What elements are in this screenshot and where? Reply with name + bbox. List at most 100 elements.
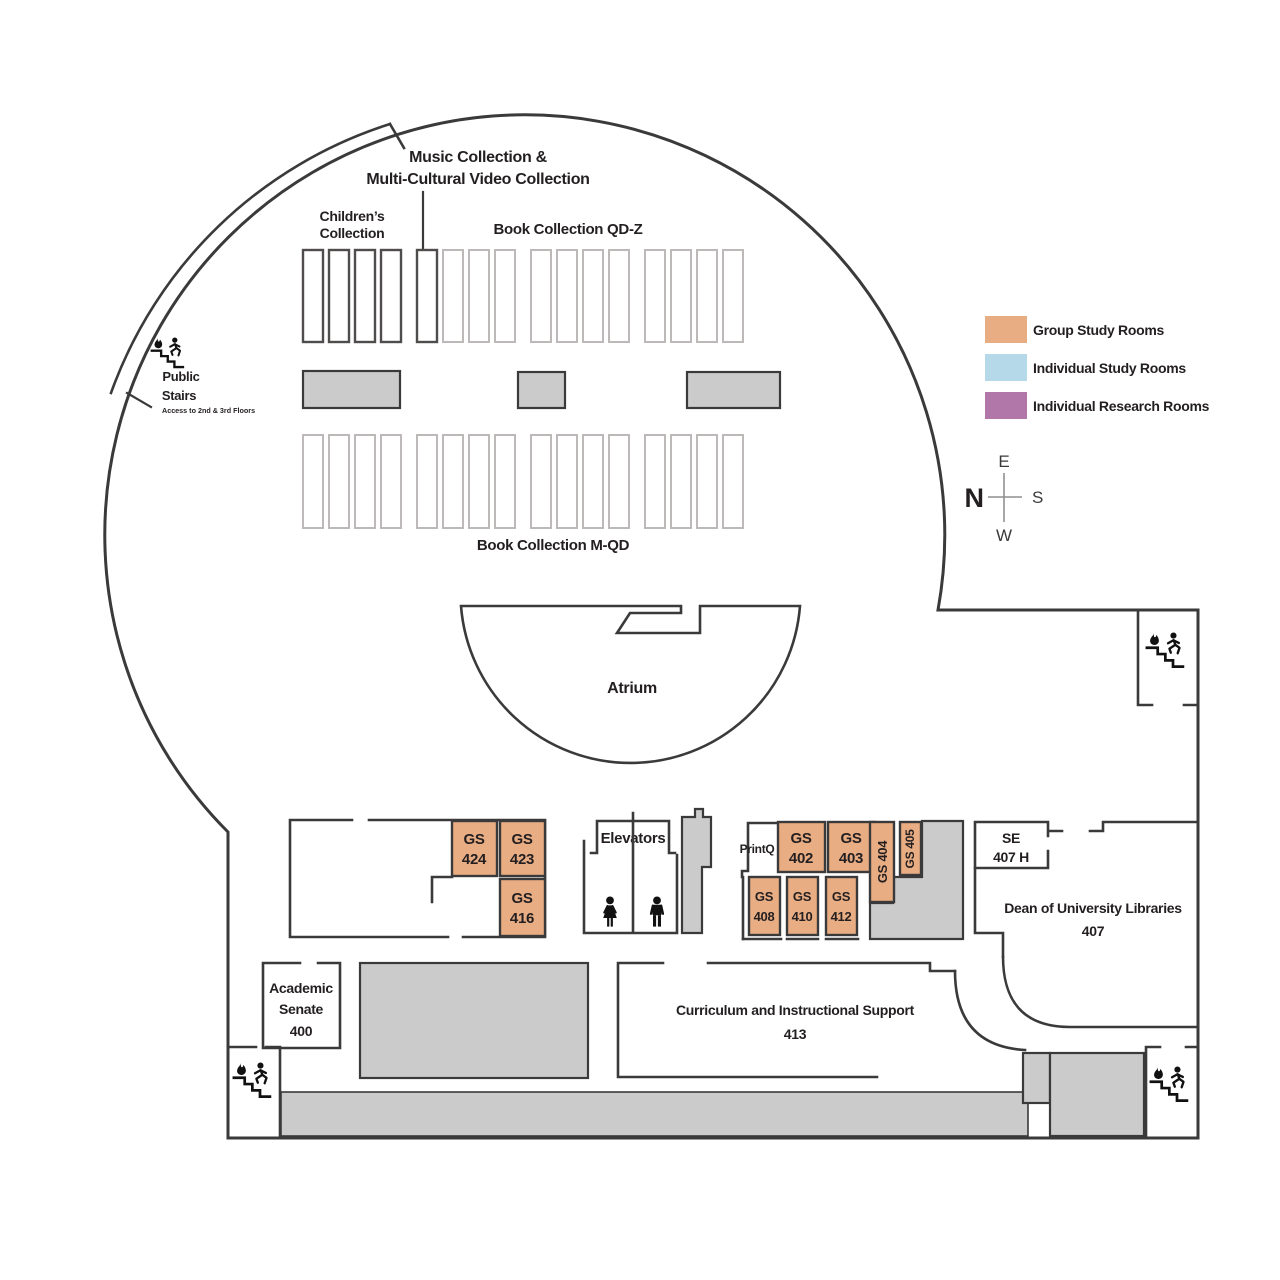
room-gs423-label: GS bbox=[511, 831, 532, 848]
printq-label: PrintQ bbox=[740, 842, 775, 856]
atrium-label: Atrium bbox=[607, 680, 657, 697]
room-gs405-label: GS 405 bbox=[903, 829, 917, 869]
book-shelf bbox=[670, 249, 692, 343]
public-stairs-label-line2: Stairs bbox=[162, 388, 196, 403]
room-gs412-label: GS bbox=[832, 889, 851, 904]
book-shelf bbox=[302, 434, 324, 529]
room-gs424-label: GS bbox=[463, 831, 484, 848]
room-gs408-number: 408 bbox=[754, 909, 775, 924]
room-gs412-number: 412 bbox=[831, 909, 852, 924]
room-se407h-label: SE bbox=[1002, 830, 1020, 846]
book-shelf bbox=[494, 249, 516, 343]
childrens-line2: Collection bbox=[320, 225, 385, 241]
book-shelf bbox=[416, 434, 438, 529]
book-shelf bbox=[494, 434, 516, 529]
book-collection-qdz-label: Book Collection QD-Z bbox=[494, 221, 643, 238]
senate-number: 400 bbox=[290, 1023, 313, 1039]
room-gs405 bbox=[898, 820, 923, 877]
music-collection-label: Music Collection & Multi-Cultural Video … bbox=[366, 149, 590, 252]
room-gs423-number: 423 bbox=[510, 851, 534, 868]
book-shelf bbox=[415, 248, 439, 344]
legend-label-individual-research: Individual Research Rooms bbox=[1033, 398, 1210, 414]
book-shelf bbox=[442, 249, 464, 343]
room-gs412 bbox=[824, 875, 859, 937]
room-gs404-label: GS 404 bbox=[875, 840, 890, 883]
childrens-collection-label: Children’s Collection bbox=[320, 208, 386, 241]
music-collection-line1: Music Collection & bbox=[409, 149, 547, 166]
public-stairs: Public Stairs Access to 2nd & 3rd Floors bbox=[150, 336, 255, 415]
compass: N E S W bbox=[965, 452, 1044, 545]
room-gs402 bbox=[776, 820, 827, 874]
book-shelf bbox=[301, 248, 325, 344]
room-gs424 bbox=[450, 819, 499, 878]
book-shelf bbox=[582, 249, 604, 343]
room-gs403-number: 403 bbox=[839, 850, 863, 867]
public-stairs-access-note: Access to 2nd & 3rd Floors bbox=[162, 406, 255, 415]
compass-e-label: E bbox=[998, 452, 1009, 471]
music-collection-line2: Multi-Cultural Video Collection bbox=[366, 171, 589, 188]
senate-label-line1: Academic bbox=[269, 980, 333, 996]
book-shelf bbox=[353, 248, 377, 344]
fire-exit-stairwell-northeast bbox=[1136, 608, 1200, 707]
room-se407h-number: 407 H bbox=[993, 849, 1029, 865]
room-gs403-label: GS bbox=[840, 830, 861, 847]
book-shelf bbox=[530, 434, 552, 529]
reading-table bbox=[301, 369, 402, 410]
legend-swatch-individual-study bbox=[985, 354, 1027, 381]
book-shelf bbox=[327, 248, 351, 344]
room-gs416 bbox=[498, 877, 547, 938]
book-shelf bbox=[722, 249, 744, 343]
room-gs423 bbox=[498, 819, 547, 878]
book-shelves bbox=[301, 248, 744, 529]
book-shelf bbox=[608, 249, 630, 343]
book-collection-mqd-label: Book Collection M-QD bbox=[477, 537, 630, 554]
group-study-block-west: GS 424 GS 423 GS 416 bbox=[288, 818, 547, 939]
group-study-block-east: PrintQ GS 402 GS 403 GS 404 GS 405 GS 40… bbox=[740, 819, 965, 941]
room-gs416-label: GS bbox=[511, 890, 532, 907]
book-shelf bbox=[354, 434, 376, 529]
atrium bbox=[459, 604, 802, 765]
book-shelf bbox=[380, 434, 402, 529]
book-shelf bbox=[328, 434, 350, 529]
book-shelf bbox=[530, 249, 552, 343]
reading-table bbox=[685, 370, 782, 410]
legend-swatch-group-study bbox=[985, 316, 1027, 343]
service-block-southeast bbox=[1048, 1051, 1146, 1138]
curriculum-room: Curriculum and Instructional Support 413 bbox=[616, 961, 1027, 1079]
reading-table bbox=[516, 370, 567, 410]
room-gs410-number: 410 bbox=[792, 909, 813, 924]
book-shelf bbox=[644, 434, 666, 529]
book-shelf bbox=[696, 434, 718, 529]
legend-swatch-individual-research bbox=[985, 392, 1027, 419]
compass-s-label: S bbox=[1032, 488, 1043, 507]
bottom-corridor-strip bbox=[280, 1091, 1029, 1137]
book-shelf bbox=[644, 249, 666, 343]
curriculum-label: Curriculum and Instructional Support bbox=[676, 1002, 915, 1018]
senate-label-line2: Senate bbox=[279, 1001, 324, 1017]
legend-label-group-study: Group Study Rooms bbox=[1033, 322, 1165, 338]
book-shelf bbox=[379, 248, 403, 344]
outer-ramp-wall bbox=[109, 122, 406, 409]
compass-n-label: N bbox=[965, 483, 985, 513]
room-gs410 bbox=[785, 875, 820, 937]
book-shelf bbox=[696, 249, 718, 343]
curriculum-number: 413 bbox=[784, 1026, 807, 1042]
book-shelf bbox=[670, 434, 692, 529]
dean-suite: SE 407 H Dean of University Libraries 40… bbox=[973, 820, 1200, 1029]
elevator-restroom-core: Elevators bbox=[582, 807, 713, 935]
academic-senate-room: Academic Senate 400 bbox=[261, 961, 342, 1050]
room-gs402-number: 402 bbox=[789, 850, 813, 867]
legend-label-individual-study: Individual Study Rooms bbox=[1033, 360, 1186, 376]
book-shelf bbox=[722, 434, 744, 529]
book-shelf bbox=[582, 434, 604, 529]
service-shaft-block bbox=[680, 807, 713, 935]
book-shelf bbox=[556, 434, 578, 529]
room-gs416-number: 416 bbox=[510, 910, 534, 927]
room-gs408-label: GS bbox=[755, 889, 774, 904]
dean-room-number: 407 bbox=[1082, 923, 1105, 939]
room-gs424-number: 424 bbox=[462, 851, 487, 868]
childrens-line1: Children’s bbox=[320, 208, 385, 224]
legend: Group Study Rooms Individual Study Rooms… bbox=[985, 316, 1210, 419]
